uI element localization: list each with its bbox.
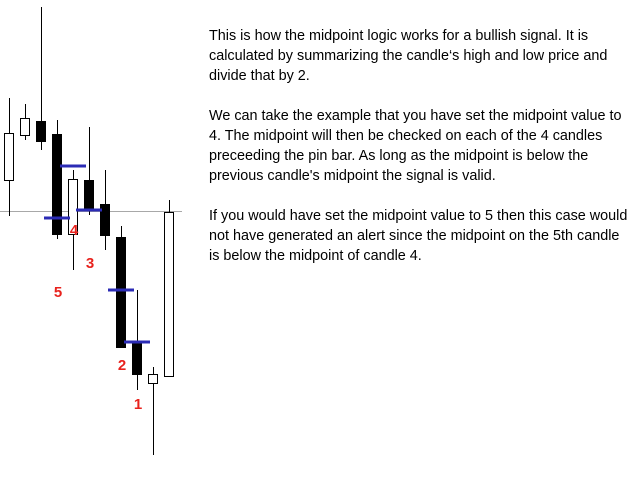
candle-body <box>100 204 110 236</box>
candle-label: 2 <box>118 357 126 374</box>
explanation-paragraph-1: This is how the midpoint logic works for… <box>209 28 608 84</box>
candle-label: 5 <box>54 284 62 301</box>
candle-label: 1 <box>134 396 142 413</box>
candle-body <box>116 237 126 348</box>
explanation-paragraph-3: If you would have set the midpoint value… <box>209 208 628 264</box>
candle-body <box>52 134 62 235</box>
explanation-paragraph-2: We can take the example that you have se… <box>209 108 622 184</box>
candlestick-chart: 5 43 2 1 <box>0 7 182 455</box>
candle-body <box>84 180 94 210</box>
candle-body <box>148 374 158 384</box>
candle-body <box>36 121 46 142</box>
candle-body <box>4 133 14 181</box>
candle-body <box>68 179 78 235</box>
candle-body <box>20 118 30 136</box>
candle-body <box>132 342 142 375</box>
explanation-text: This is how the midpoint logic works for… <box>209 26 629 286</box>
candle-label: 3 <box>86 255 94 272</box>
candle-label: 4 <box>70 222 79 239</box>
candle-body <box>164 212 174 377</box>
